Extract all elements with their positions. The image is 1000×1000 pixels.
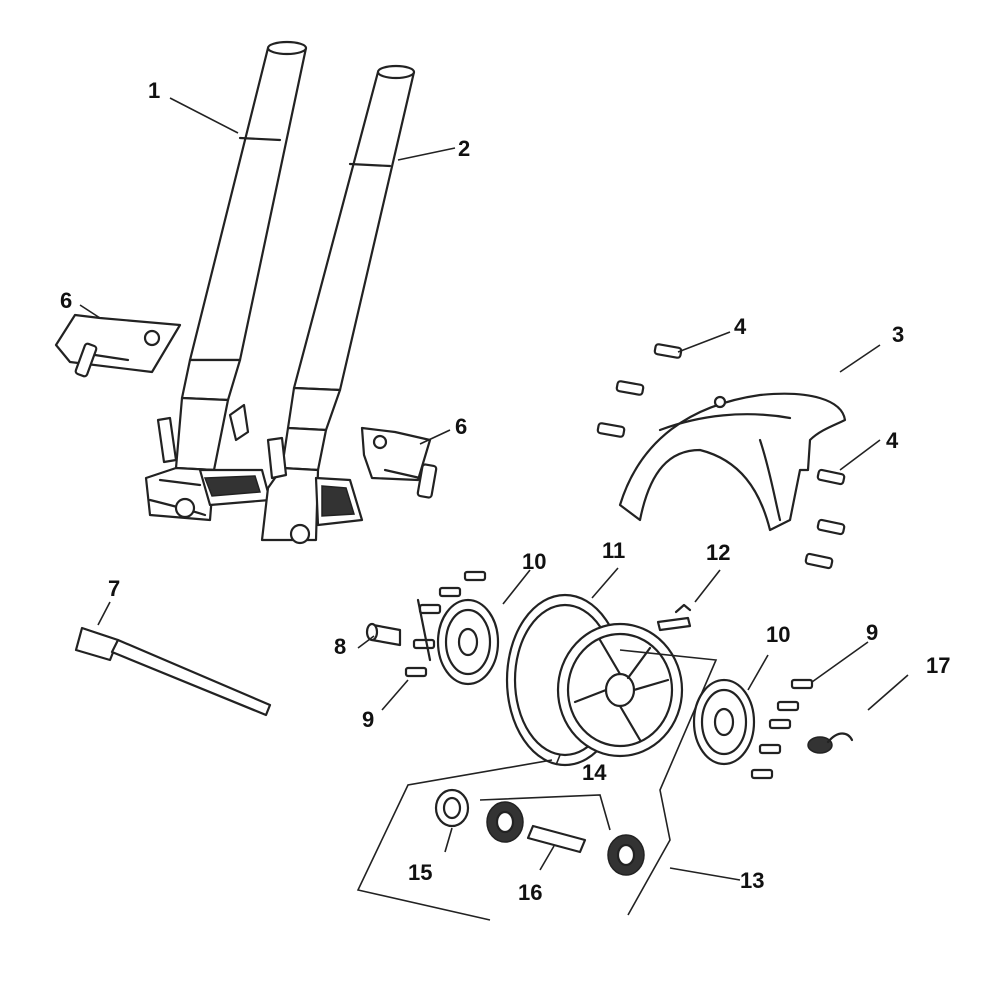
callout-8: 8 [334,634,346,659]
bearing-group-bracket [479,794,611,831]
fender-bolts-left [596,343,683,438]
callout-2: 2 [458,136,470,161]
inner-sleeve [526,824,587,854]
callout-14: 14 [582,760,607,785]
callout-12: 12 [706,540,730,565]
callout-16: 16 [518,880,542,905]
front-wheel [505,593,684,767]
callout-6b: 6 [455,414,467,439]
axle-spacer [365,622,402,647]
callout-9a: 9 [362,707,374,732]
fork-tube-left [144,40,308,522]
bearing-15 [434,788,470,828]
fork-tube-right [260,64,416,545]
front-axle [74,626,272,717]
speed-sensor [807,732,854,754]
bracket-assembly-left [54,313,182,378]
valve-stem [656,603,692,632]
bracket-assembly-right [360,426,438,499]
brake-disc-right [692,678,756,766]
callout-4a: 4 [734,314,747,339]
callout-9b: 9 [866,620,878,645]
callout-11: 11 [602,538,625,563]
brake-disc-left [436,598,500,686]
callout-17: 17 [926,653,950,678]
callout-3: 3 [892,322,904,347]
bearing-left [486,801,524,843]
callout-15: 15 [408,860,432,885]
callout-1: 1 [148,78,160,103]
leader-lines [79,97,909,881]
fender-bolts-right [804,468,846,570]
callout-10b: 10 [766,622,790,647]
callout-10a: 10 [522,549,546,574]
callout-4b: 4 [886,428,899,453]
assembly-13-bracket [356,649,718,921]
callout-13: 13 [740,868,764,893]
disc-bolts-left [404,570,487,678]
callout-6a: 6 [60,288,72,313]
disc-bolts-right [750,678,814,780]
callout-7: 7 [108,576,120,601]
bearing-right [607,834,645,876]
front-fender [618,392,847,532]
